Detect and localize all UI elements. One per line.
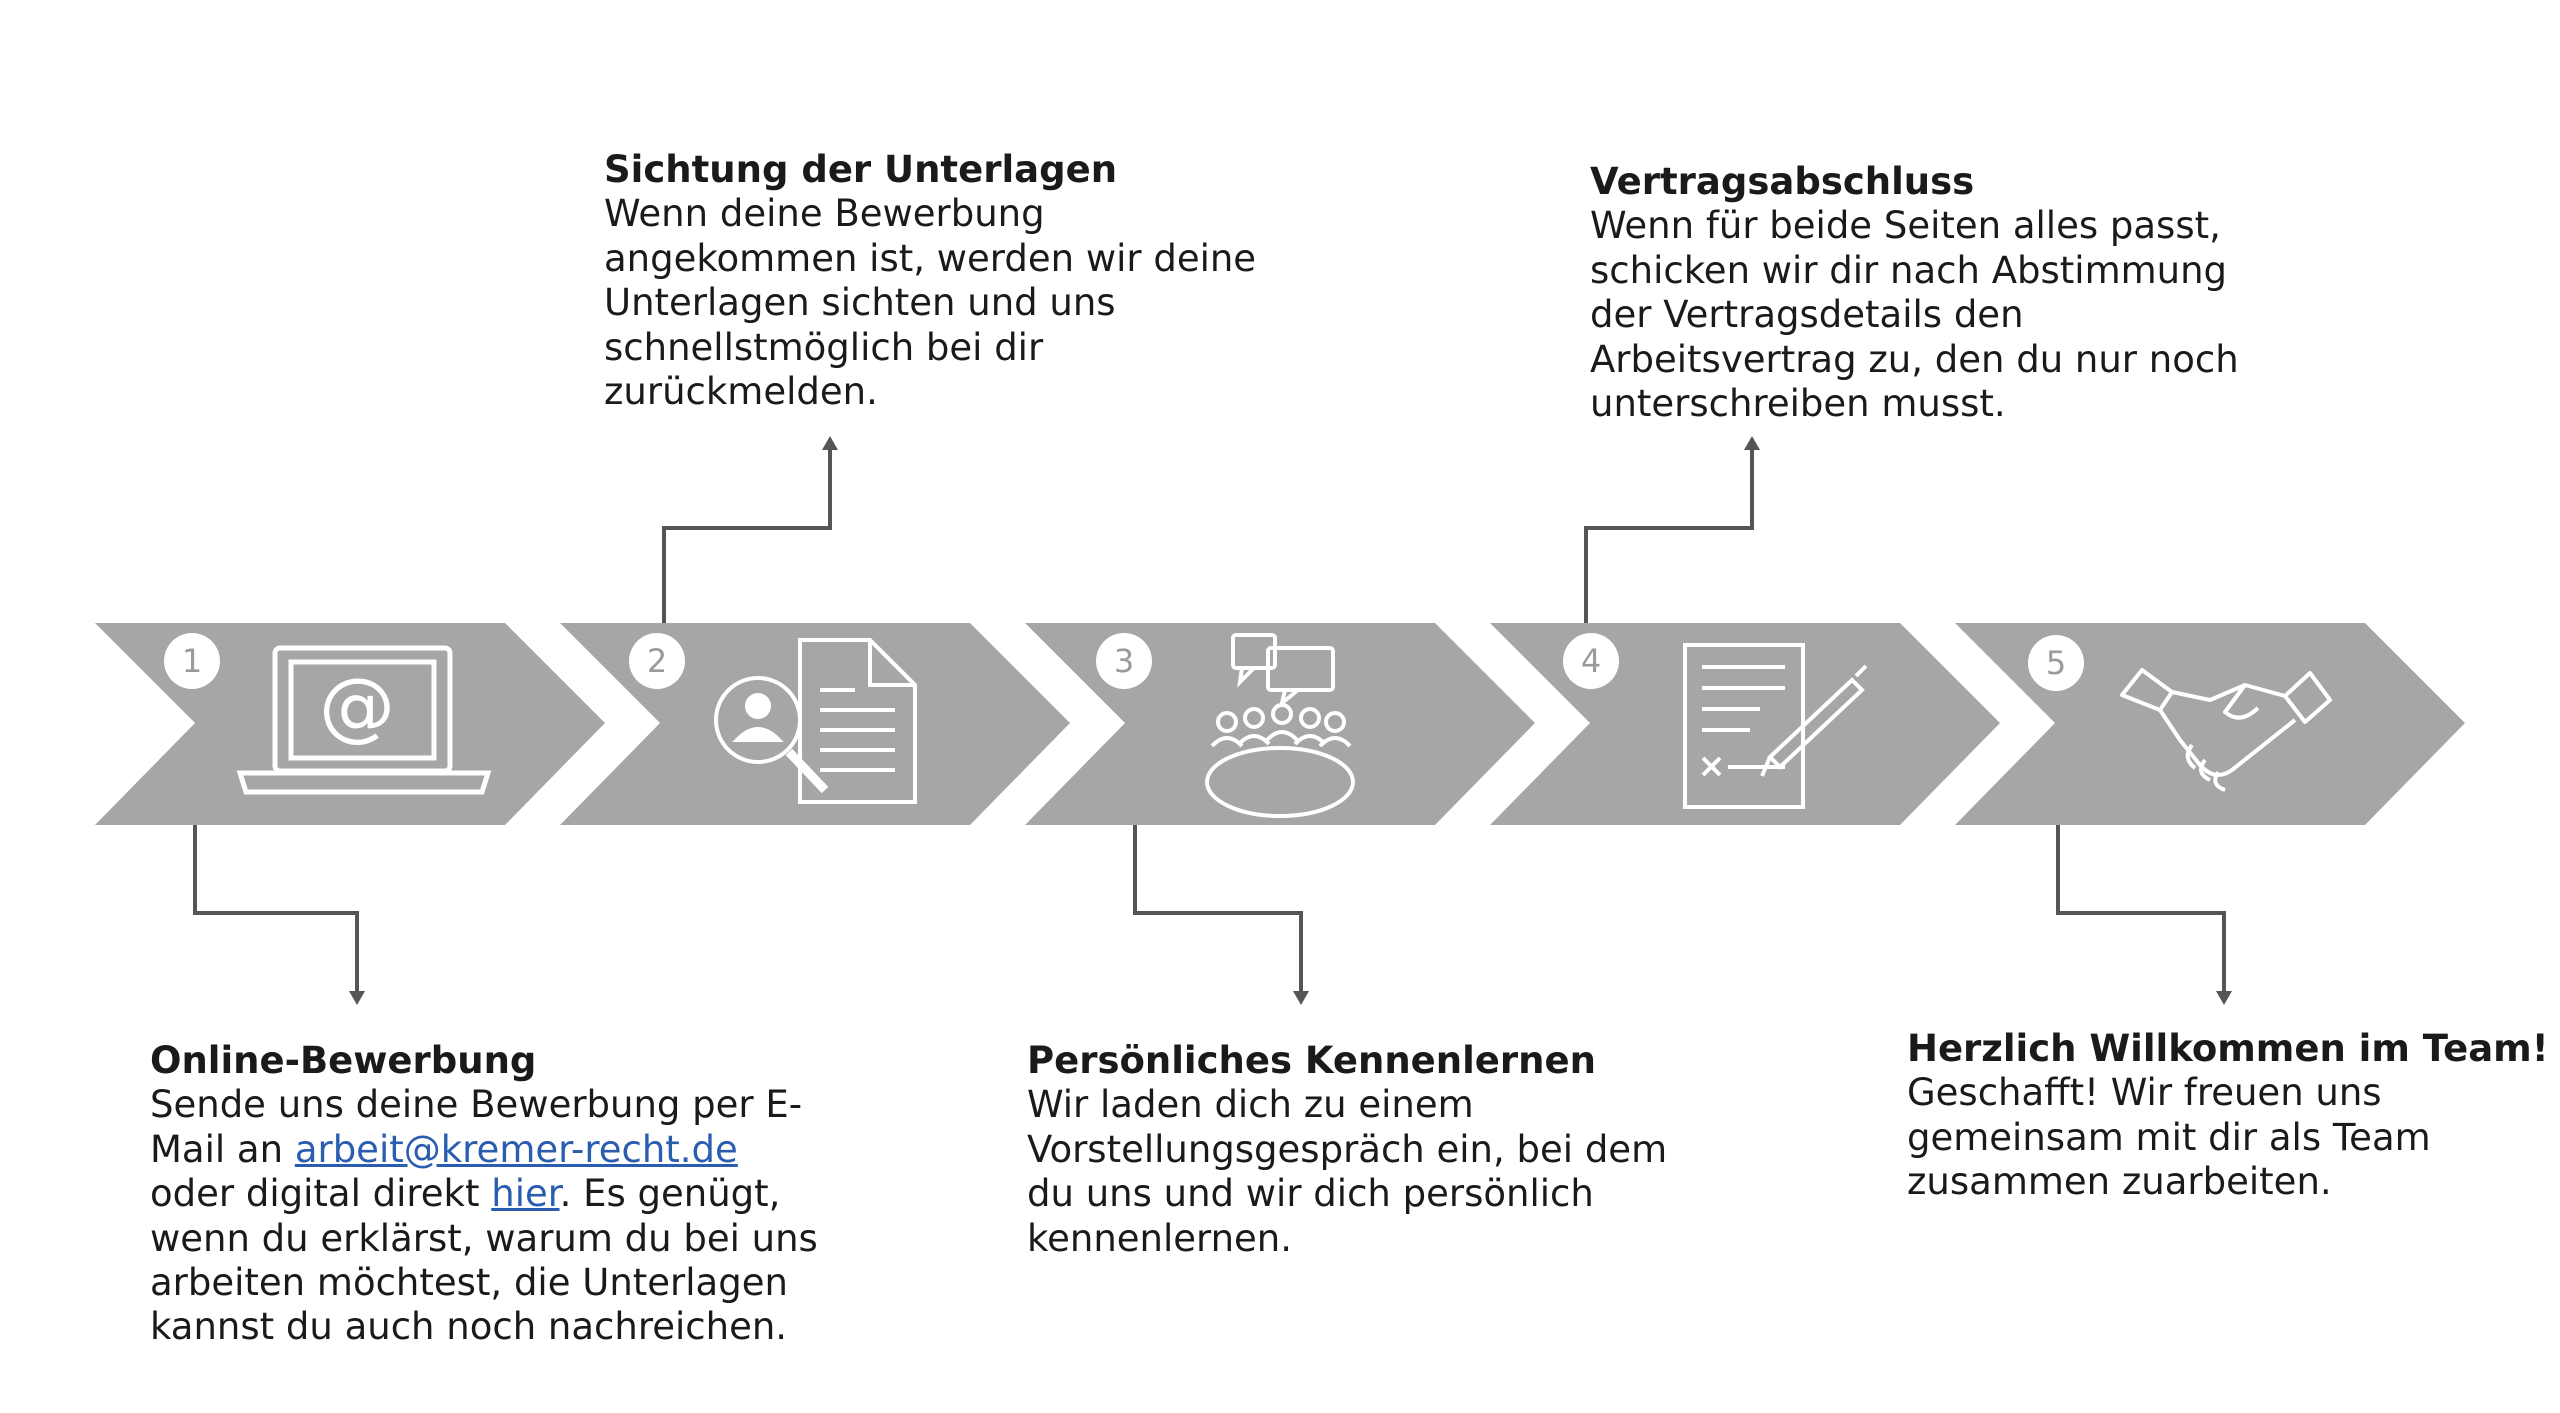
online-line4: wenn du erklärst, warum du bei uns (150, 1216, 818, 1260)
step-5-number-badge: 5 (2028, 635, 2084, 691)
online-line2-pre: Mail an (150, 1127, 295, 1171)
text-vertrag: Vertragsabschluss Wenn für beide Seiten … (1590, 160, 2350, 426)
text-online: Online-Bewerbung Sende uns deine Bewerbu… (150, 1039, 970, 1350)
step-4-chevron (1490, 623, 2000, 825)
apply-here-link[interactable]: hier (491, 1172, 560, 1216)
contract-sign-icon (1683, 643, 1868, 809)
step-2-number-badge: 2 (629, 633, 685, 689)
title-vertrag: Vertragsabschluss (1590, 160, 1975, 203)
body-online: Sende uns deine Bewerbung per E- Mail an… (150, 1083, 970, 1349)
meeting-icon (1205, 633, 1355, 818)
body-vertrag: Wenn für beide Seiten alles passt, schic… (1590, 204, 2239, 425)
connector-step3 (1133, 825, 1303, 993)
title-online: Online-Bewerbung (150, 1039, 537, 1082)
arrowhead-step5 (2216, 991, 2232, 1005)
step-3-number: 3 (1114, 642, 1134, 680)
handshake-icon (2120, 668, 2332, 792)
online-line3-pre: oder digital direkt (150, 1172, 492, 1216)
title-kennenlernen: Persönliches Kennenlernen (1027, 1039, 1596, 1082)
connector-step5 (2056, 825, 2226, 993)
text-kennenlernen: Persönliches Kennenlernen Wir laden dich… (1027, 1039, 1787, 1261)
connector-step4 (1584, 448, 1754, 623)
body-kennenlernen: Wir laden dich zu einem Vorstellungsgesp… (1027, 1083, 1668, 1260)
step-1-number-badge: 1 (164, 633, 220, 689)
online-line6: kannst du auch noch nachreichen. (150, 1305, 788, 1349)
svg-text:@: @ (319, 661, 395, 750)
step-4-number-badge: 4 (1563, 633, 1619, 689)
arrowhead-step1 (349, 991, 365, 1005)
step-4-number: 4 (1581, 642, 1601, 680)
arrowhead-step2 (822, 436, 838, 450)
online-line5: arbeiten möchtest, die Unterlagen (150, 1260, 788, 1304)
title-sichtung: Sichtung der Unterlagen (604, 148, 1118, 191)
connector-step1 (193, 825, 359, 993)
step-5-chevron (1955, 623, 2465, 825)
laptop-email-icon: @ (236, 645, 492, 795)
arrowhead-step3 (1293, 991, 1309, 1005)
title-willkommen: Herzlich Willkommen im Team! (1907, 1027, 2549, 1070)
online-line3-post: . Es genügt, (559, 1172, 781, 1216)
document-review-icon (714, 638, 917, 804)
step-2-number: 2 (647, 642, 667, 680)
email-link[interactable]: arbeit@kremer-recht.de (294, 1127, 738, 1171)
arrowhead-step4 (1744, 436, 1760, 450)
connector-step2 (662, 448, 832, 623)
step-2-chevron (560, 623, 1070, 825)
body-willkommen: Geschafft! Wir freuen uns gemeinsam mit … (1907, 1071, 2431, 1204)
step-5-number: 5 (2046, 644, 2066, 682)
text-willkommen: Herzlich Willkommen im Team! Geschafft! … (1907, 1027, 2549, 1205)
step-1-number: 1 (182, 642, 202, 680)
body-sichtung: Wenn deine Bewerbung angekommen ist, wer… (604, 192, 1257, 413)
step-3-number-badge: 3 (1096, 633, 1152, 689)
online-line1: Sende uns deine Bewerbung per E- (150, 1083, 803, 1127)
text-sichtung: Sichtung der Unterlagen Wenn deine Bewer… (604, 148, 1324, 414)
